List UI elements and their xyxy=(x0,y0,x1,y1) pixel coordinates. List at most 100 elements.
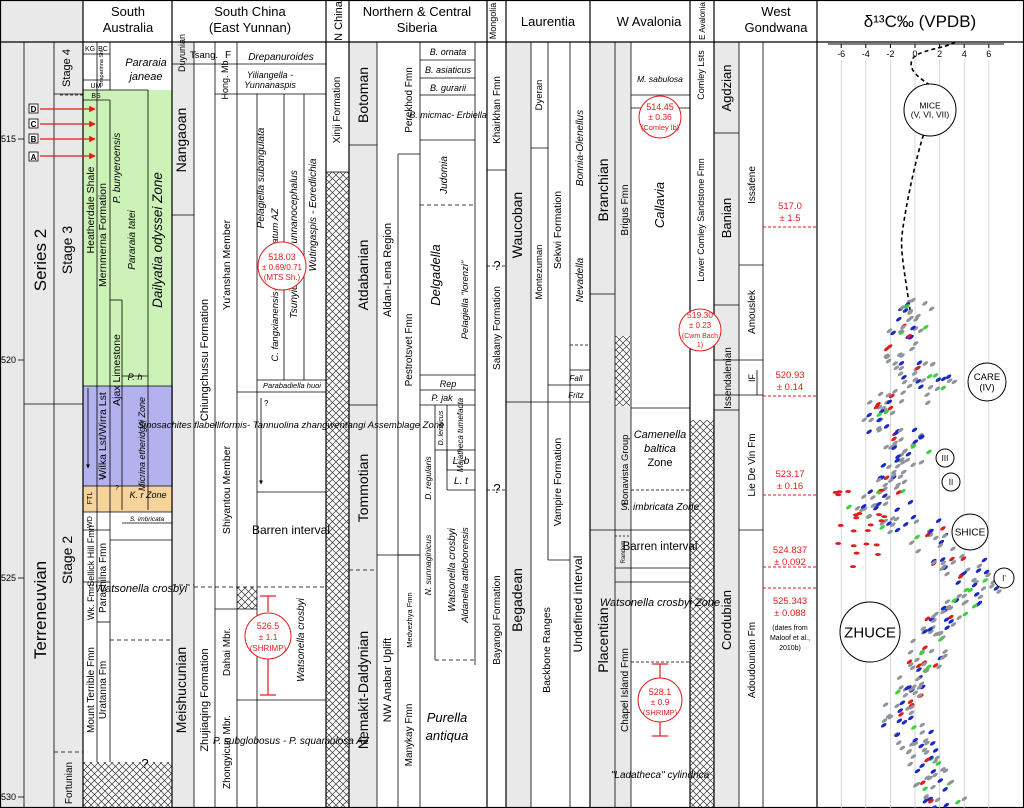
isotope-point xyxy=(910,297,916,303)
isotope-point xyxy=(897,474,904,479)
isotope-point xyxy=(886,399,893,405)
isotope-point xyxy=(867,489,874,495)
isotope-point xyxy=(898,330,905,335)
isotope-point xyxy=(912,439,919,444)
isotope-point xyxy=(867,523,874,527)
isotope-point xyxy=(915,676,921,682)
isotope-point xyxy=(898,437,904,442)
svg-text:Backbone Ranges: Backbone Ranges xyxy=(541,607,553,693)
isotope-point xyxy=(896,718,903,724)
isotope-point xyxy=(912,737,918,743)
isotope-point xyxy=(901,479,908,485)
isotope-point xyxy=(914,768,921,774)
isotope-point xyxy=(911,684,917,690)
isotope-point xyxy=(908,540,915,545)
svg-text:Tommotian: Tommotian xyxy=(355,454,371,522)
svg-text:520.93: 520.93 xyxy=(775,370,804,381)
isotope-point xyxy=(887,405,894,411)
isotope-point xyxy=(976,600,983,606)
isotope-point xyxy=(868,417,874,423)
svg-text:Botoman: Botoman xyxy=(355,67,371,123)
isotope-point xyxy=(908,315,914,321)
svg-text:± 0.088: ± 0.088 xyxy=(774,608,806,619)
svg-text:Begadean: Begadean xyxy=(509,568,525,632)
isotope-point xyxy=(916,693,923,698)
svg-text:N. sunnaginicus: N. sunnaginicus xyxy=(423,534,433,595)
isotope-point xyxy=(939,557,946,562)
isotope-point xyxy=(918,743,925,749)
isotope-point xyxy=(854,505,861,511)
isotope-point xyxy=(922,786,928,791)
svg-text:Tsunyidiscus: Tsunyidiscus xyxy=(289,262,300,319)
svg-text:Pararaia tatei: Pararaia tatei xyxy=(127,209,138,269)
isotope-point xyxy=(894,689,901,695)
svg-text:Nangaoan: Nangaoan xyxy=(173,108,189,173)
isotope-point xyxy=(906,685,912,690)
isotope-point xyxy=(920,626,927,631)
isotope-point xyxy=(931,618,937,623)
isotope-point xyxy=(907,699,914,704)
isotope-point xyxy=(941,533,948,539)
isotope-point xyxy=(971,582,978,588)
isotope-point xyxy=(910,325,916,331)
isotope-point xyxy=(935,761,942,766)
svg-text:?: ? xyxy=(493,481,500,496)
isotope-point xyxy=(901,449,908,454)
svg-text:Stage 3: Stage 3 xyxy=(59,226,75,274)
isotope-point xyxy=(894,703,900,709)
svg-text:P. h: P. h xyxy=(128,372,143,382)
isotope-point xyxy=(928,798,934,804)
isotope-point xyxy=(899,745,906,751)
svg-text:(dates from: (dates from xyxy=(772,625,808,632)
isotope-point xyxy=(938,637,944,642)
svg-text:525.343: 525.343 xyxy=(773,596,807,607)
isotope-point xyxy=(895,454,901,459)
isotope-point xyxy=(896,352,903,357)
isotope-point xyxy=(880,463,887,468)
svg-text:Wk. Fmn: Wk. Fmn xyxy=(86,584,96,620)
svg-text:B. asiaticus: B. asiaticus xyxy=(425,65,472,75)
isotope-point xyxy=(883,409,890,415)
isotope-point xyxy=(863,542,870,546)
isotope-point xyxy=(913,317,919,322)
svg-text:Stage 2: Stage 2 xyxy=(59,536,75,584)
isotope-point xyxy=(907,310,913,315)
svg-text:South China: South China xyxy=(214,4,286,19)
isotope-point xyxy=(977,594,984,600)
isotope-point xyxy=(887,714,894,720)
svg-text:L. b: L. b xyxy=(453,456,470,467)
isotope-point xyxy=(880,405,886,411)
isotope-point xyxy=(900,460,906,465)
svg-text:Zhujiaqing Formation: Zhujiaqing Formation xyxy=(199,648,211,751)
isotope-point xyxy=(912,326,919,331)
isotope-point xyxy=(915,379,922,384)
svg-text:δ¹³C‰ (VPDB): δ¹³C‰ (VPDB) xyxy=(864,12,976,31)
svg-text:Placentian: Placentian xyxy=(595,607,611,672)
isotope-point xyxy=(985,572,991,578)
svg-text:Agdzian: Agdzian xyxy=(719,65,734,112)
isotope-point xyxy=(909,742,915,747)
svg-text:Sellick Hill Fmn: Sellick Hill Fmn xyxy=(86,525,96,587)
svg-text:Barren interval: Barren interval xyxy=(623,541,698,553)
isotope-point xyxy=(963,599,969,605)
isotope-point xyxy=(920,378,927,383)
isotope-point xyxy=(883,353,890,359)
svg-text:NW Anabar Uplift: NW Anabar Uplift xyxy=(382,638,394,722)
age-tick: 525 xyxy=(1,573,16,583)
isotope-point xyxy=(919,730,926,735)
isotope-point xyxy=(892,440,898,446)
svg-text:WD: WD xyxy=(87,516,94,528)
isotope-point xyxy=(932,759,938,764)
isotope-point xyxy=(996,589,1002,594)
isotope-point xyxy=(894,732,901,738)
isotope-point xyxy=(883,424,890,429)
svg-text:Nemakit-Daldynian: Nemakit-Daldynian xyxy=(355,631,371,749)
isotope-point xyxy=(873,404,880,410)
svg-text:Watsonella crosbyi: Watsonella crosbyi xyxy=(296,597,307,682)
mice-event xyxy=(903,83,957,137)
isotope-point xyxy=(922,361,929,366)
isotope-point xyxy=(934,755,940,761)
isotope-point xyxy=(971,603,978,609)
isotope-point xyxy=(850,529,857,533)
isotope-point xyxy=(919,650,925,656)
